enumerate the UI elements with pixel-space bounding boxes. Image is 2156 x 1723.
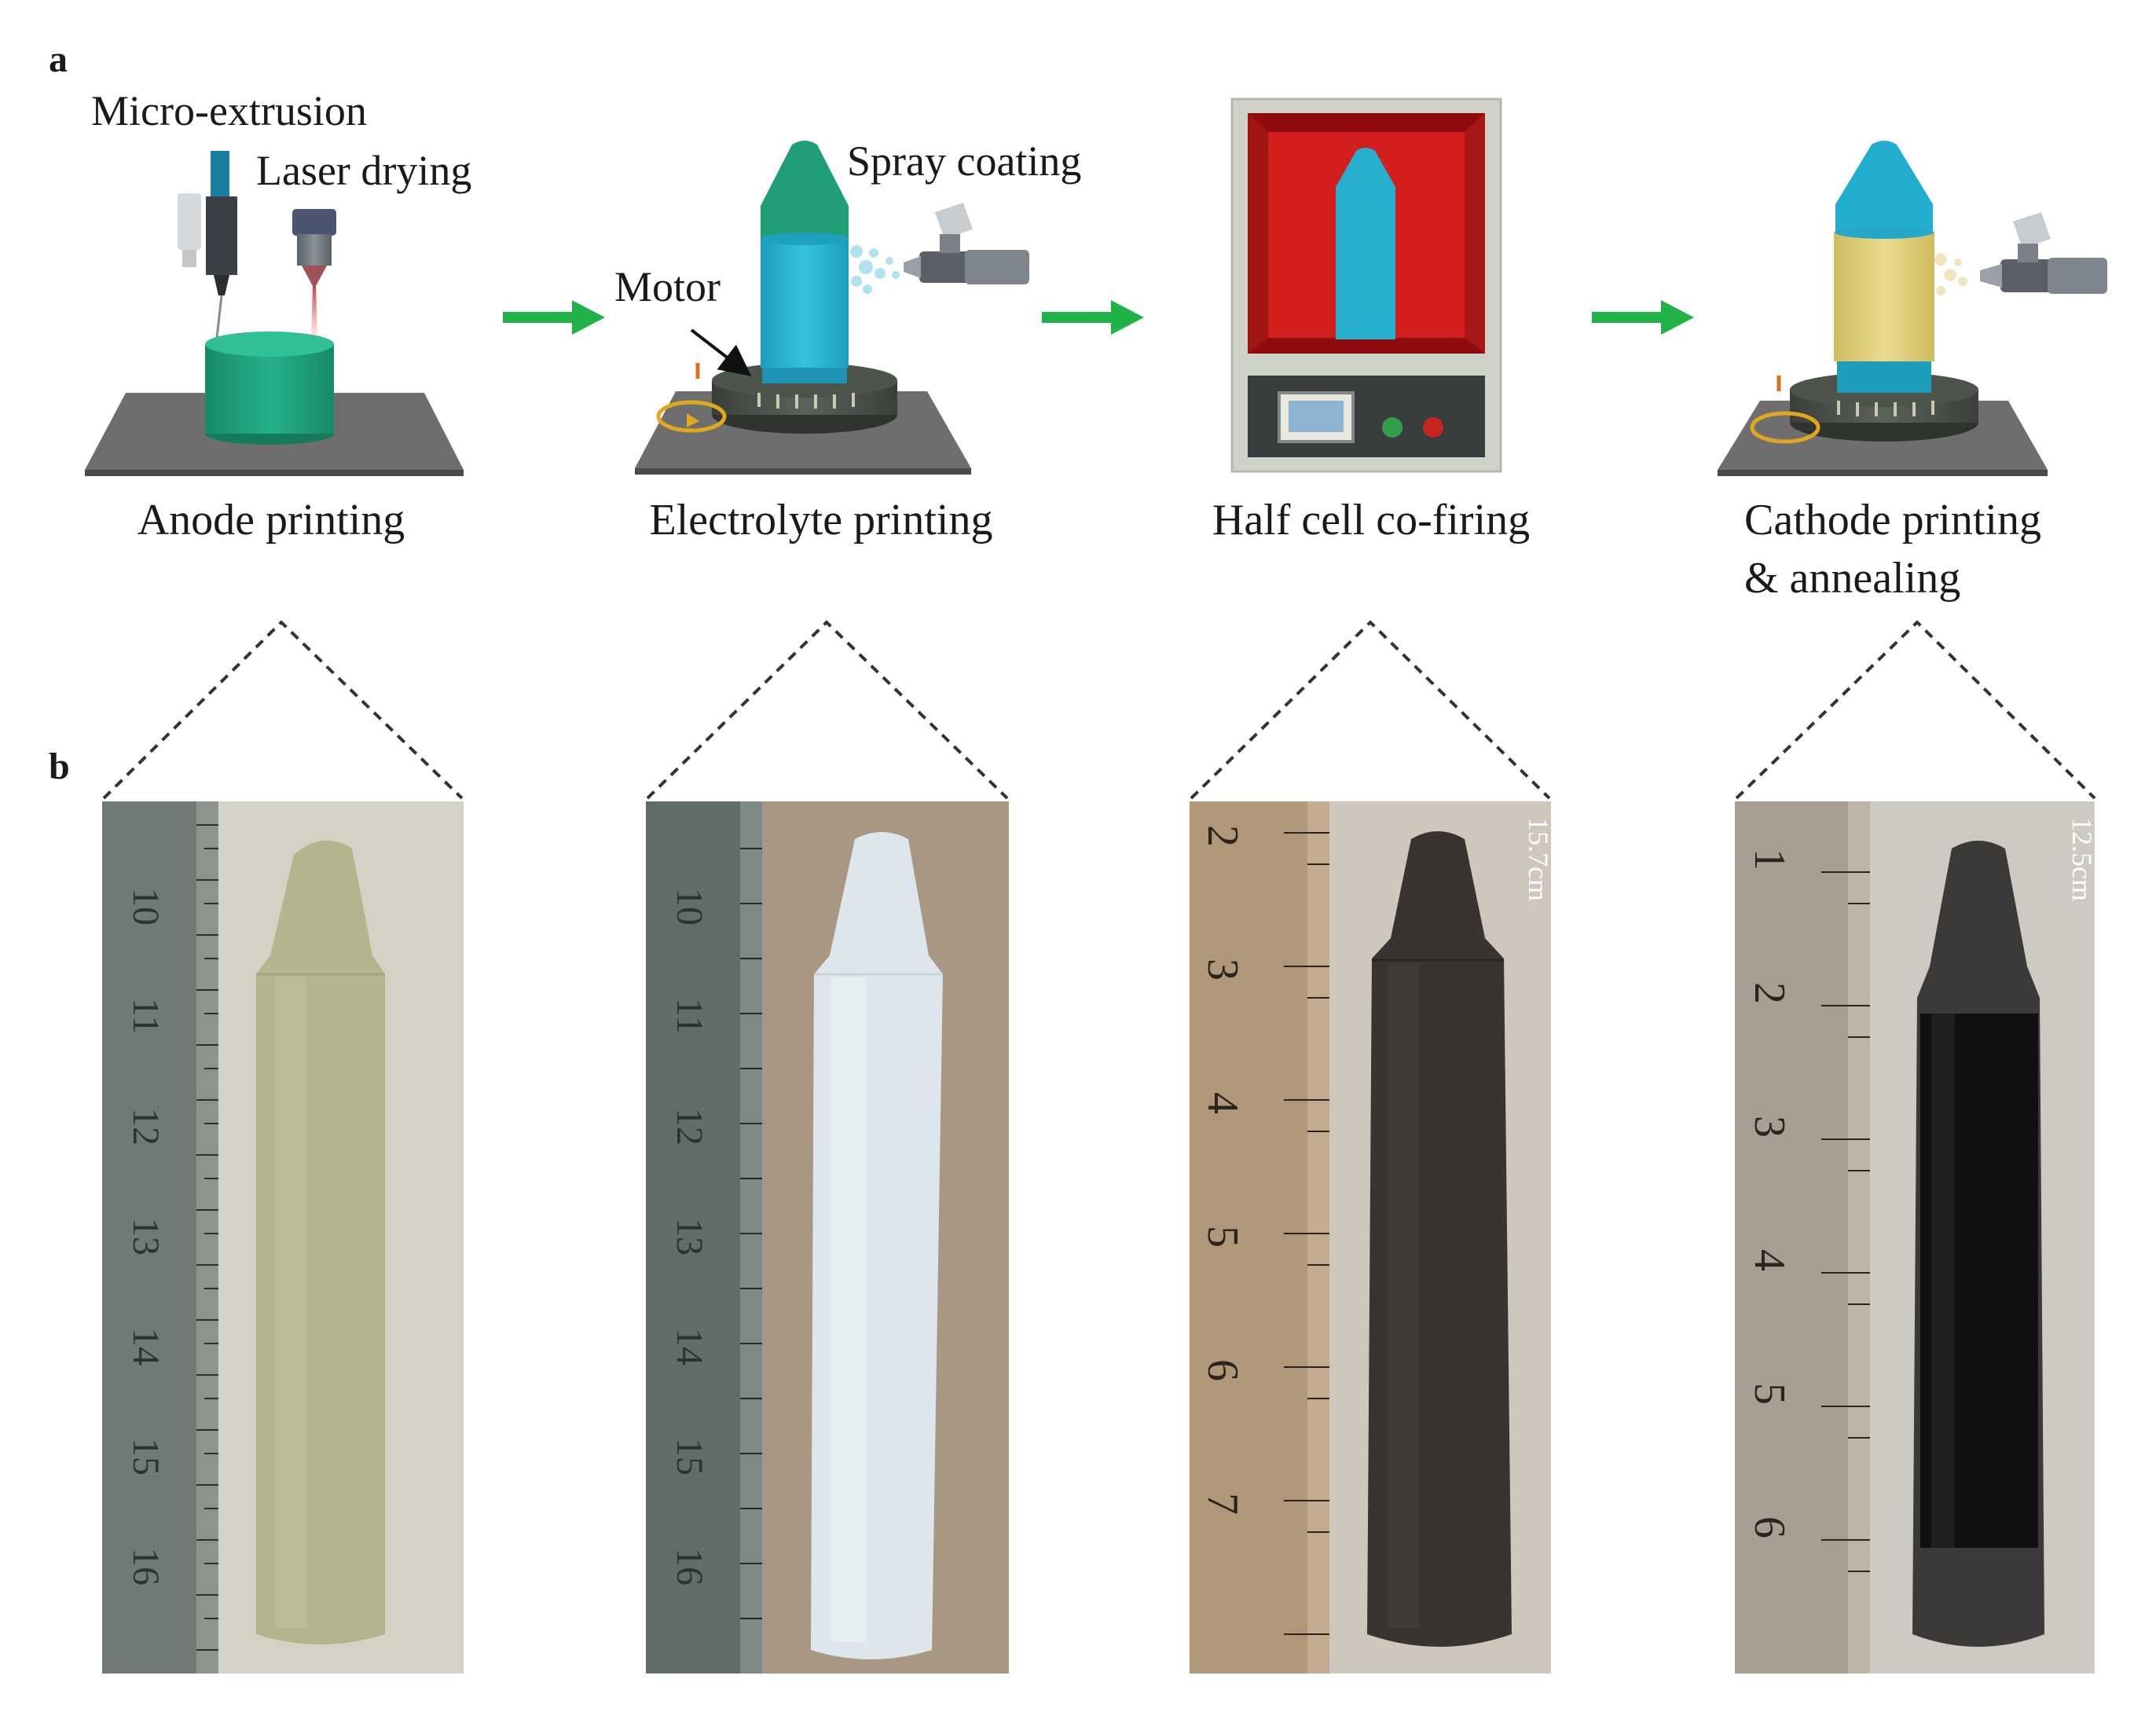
- panel-letter-b: b: [49, 746, 70, 787]
- laser-drying-label: Laser drying: [256, 147, 472, 194]
- micro-extrusion-label: Micro-extrusion: [91, 87, 367, 134]
- cathode-layer: [1834, 231, 1934, 361]
- photo-cofired: 2 3 4 5 6 7 15.7cm: [1190, 801, 1551, 1674]
- anode-tip-green: [761, 141, 849, 240]
- micro-extrusion-nozzle: [178, 151, 237, 339]
- flow-arrow-2: [1042, 300, 1144, 335]
- length-label-cathode: 12.5cm: [2066, 817, 2095, 901]
- electrolyte-sample: [811, 832, 943, 1659]
- ruler3-num-1: 3: [1198, 959, 1247, 981]
- furnace-green-button: [1382, 417, 1402, 438]
- stage-label-cofiring: Half cell co-firing: [1212, 496, 1531, 544]
- rotation-indicator: [656, 363, 727, 433]
- ruler4-num-3: 4: [1745, 1249, 1794, 1271]
- ruler1-num-1: 11: [125, 998, 167, 1034]
- length-label-cofired: 15.7cm: [1523, 817, 1551, 901]
- ruler4-num-2: 3: [1745, 1116, 1794, 1138]
- ruler2-num-0: 10: [669, 888, 710, 926]
- zoom-guide-1: [102, 620, 464, 800]
- stage-label-anode: Anode printing: [137, 496, 405, 544]
- ruler4-num-4: 5: [1745, 1383, 1794, 1405]
- ruler2-num-5: 15: [669, 1438, 710, 1476]
- ruler3-num-3: 5: [1198, 1226, 1247, 1248]
- anode-cylinder: [205, 344, 334, 434]
- furnace-illustration: [1230, 97, 1502, 473]
- ruler3-num-4: 6: [1198, 1359, 1247, 1381]
- furnace-red-button: [1423, 417, 1443, 438]
- spray-gun: [850, 203, 1029, 294]
- ruler1-num-5: 15: [125, 1438, 167, 1476]
- ruler2-num-4: 14: [669, 1328, 710, 1366]
- ruler4-num-5: 6: [1745, 1516, 1794, 1538]
- ruler2-num-2: 12: [669, 1108, 710, 1146]
- ruler2-num-3: 13: [669, 1218, 710, 1256]
- spray-coating-label: Spray coating: [847, 137, 1082, 185]
- ruler-strip-4: [1735, 801, 1870, 1674]
- ruler1-num-3: 13: [125, 1218, 167, 1256]
- zoom-guides: [102, 620, 2096, 800]
- electrolyte-printing-illustration: [635, 141, 1029, 475]
- ruler2-num-1: 11: [669, 998, 710, 1034]
- flow-arrow-1: [503, 300, 605, 335]
- cathode-printing-illustration: [1718, 141, 2107, 476]
- panel-letter-a: a: [49, 38, 68, 80]
- motor-label: Motor: [614, 263, 720, 310]
- ruler3-num-0: 2: [1198, 825, 1247, 847]
- ruler1-num-4: 14: [125, 1328, 167, 1366]
- zoom-guide-3: [1190, 620, 1551, 800]
- ruler1-num-6: 16: [125, 1548, 167, 1586]
- ruler1-num-0: 10: [125, 888, 167, 926]
- laser-drying-head: [292, 209, 336, 336]
- ruler2-num-6: 16: [669, 1548, 710, 1586]
- motor-pointer-arrow: [690, 328, 752, 376]
- ruler4-num-1: 2: [1745, 982, 1794, 1004]
- photo-cathode: 1 2 3 4 5 6 12.5cm: [1735, 801, 2095, 1674]
- ruler4-num-0: 1: [1745, 849, 1794, 871]
- flow-arrow-3: [1592, 300, 1694, 335]
- stage-label-cathode: Cathode printing & annealing: [1744, 496, 2041, 603]
- ruler1-num-2: 12: [125, 1108, 167, 1146]
- photo-electrolyte: 10 11 12 13 14 15 16: [646, 801, 1009, 1674]
- zoom-guide-2: [646, 620, 1009, 800]
- ruler3-num-2: 4: [1198, 1092, 1247, 1114]
- stage-label-electrolyte: Electrolyte printing: [649, 496, 993, 544]
- anode-printing-illustration: [85, 151, 464, 476]
- electrolyte-tube: [761, 236, 849, 368]
- cathode-cell-tip: [1835, 141, 1933, 234]
- ruler3-num-5: 7: [1198, 1493, 1247, 1515]
- ruler-strip-3: [1190, 801, 1329, 1674]
- zoom-guide-4: [1735, 620, 2096, 800]
- photo-anode: 10 11 12 13 14 15 16: [102, 801, 464, 1674]
- furnace-cell: [1336, 148, 1395, 339]
- spray-gun-cathode: [1934, 212, 2107, 295]
